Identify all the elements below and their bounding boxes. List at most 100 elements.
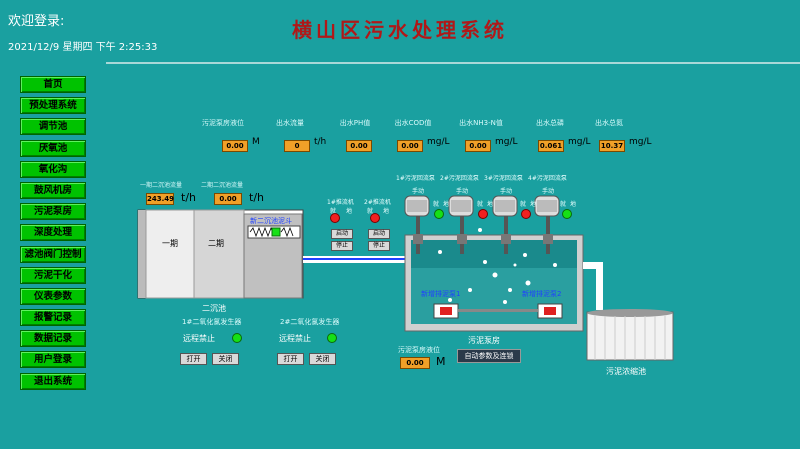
meter-label-6: 出水总氮: [595, 119, 623, 127]
mixer2-left: 就: [367, 208, 374, 215]
pump2-status-led: [478, 209, 488, 219]
pump4-mode: 手动: [542, 188, 555, 195]
meter-unit-6: mg/L: [629, 137, 652, 147]
cl1-status-led: [232, 333, 242, 343]
cl2-status-led: [327, 333, 337, 343]
mixer2-start-button[interactable]: 启动: [368, 229, 390, 239]
flow1-unit: t/h: [181, 191, 196, 204]
pump4-status-led: [562, 209, 572, 219]
pump-room-level-unit: M: [436, 355, 446, 368]
mixer1-label: 1#推流机: [327, 199, 354, 206]
sub-pump1-label: 新增排泥泵1: [421, 290, 461, 298]
meter-unit-5: mg/L: [568, 137, 591, 147]
cl1-open-button[interactable]: 打开: [180, 353, 207, 365]
clarifier-tank: [137, 209, 304, 299]
nav-item-5[interactable]: 鼓风机房: [20, 181, 86, 199]
nav-item-7[interactable]: 深度处理: [20, 224, 86, 242]
nav-item-6[interactable]: 污泥泵房: [20, 203, 86, 221]
pump4-left: 就: [560, 201, 567, 208]
meter-label-2: 出水PH值: [339, 119, 371, 127]
mixer2-stop-button[interactable]: 停止: [368, 241, 390, 251]
clarifier-name: 二沉池: [202, 304, 226, 313]
datetime: 2021/12/9 星期四 下午 2:25:33: [8, 42, 158, 53]
mixer1-status-led: [330, 213, 340, 223]
tank3-label: 新二沉池泥斗: [250, 217, 292, 225]
pump-room-level-value: 0.00: [400, 357, 430, 369]
mixer2-status-led: [370, 213, 380, 223]
nav-item-4[interactable]: 氧化沟: [20, 160, 86, 178]
pump4-right: 地: [570, 201, 577, 208]
flow1-label: 一期二沉池流量: [140, 182, 183, 189]
meter-value-2: 0.00: [346, 140, 372, 152]
thickener-tank: [586, 309, 674, 361]
nav-item-10[interactable]: 仪表参数: [20, 287, 86, 305]
pump3-left: 就: [520, 201, 527, 208]
mixer1-right: 地: [346, 208, 353, 215]
cl1-title: 1#二氧化氯发生器: [182, 318, 242, 326]
pump-units: [404, 195, 560, 254]
nav-item-9[interactable]: 污泥干化: [20, 266, 86, 284]
meter-value-6: 10.37: [599, 140, 625, 152]
auto-params-button[interactable]: 自动参数及连锁: [457, 349, 521, 363]
meter-value-4: 0.00: [465, 140, 491, 152]
nav-item-2[interactable]: 调节池: [20, 118, 86, 136]
tank2-label: 二期: [208, 239, 224, 248]
pump1-status-led: [434, 209, 444, 219]
nav-item-1[interactable]: 预处理系统: [20, 97, 86, 115]
pump-room-level-label: 污泥泵房液位: [398, 346, 440, 354]
meter-value-3: 0.00: [397, 140, 423, 152]
pump2-right: 地: [487, 201, 494, 208]
sidebar-nav: 首页预处理系统调节池厌氧池氧化沟鼓风机房污泥泵房深度处理滤池阀门控制污泥干化仪表…: [20, 76, 86, 394]
flow1-value: 243.49: [146, 193, 175, 205]
flow2-label: 二期二沉池流量: [201, 182, 244, 189]
cl1-close-button[interactable]: 关闭: [212, 353, 239, 365]
pump1-right: 地: [443, 201, 450, 208]
cl2-status: 远程禁止: [279, 334, 311, 343]
nav-item-8[interactable]: 滤池阀门控制: [20, 245, 86, 263]
pump1-left: 就: [433, 201, 440, 208]
meter-label-1: 出水流量: [276, 119, 304, 127]
sub-pump2-label: 新增排泥泵2: [522, 290, 562, 298]
pump2-label: 2#污泥回流泵: [440, 175, 479, 182]
meter-value-0: 0.00: [222, 140, 248, 152]
mixer1-left: 就: [330, 208, 337, 215]
pump4-label: 4#污泥回流泵: [528, 175, 567, 182]
tank1-label: 一期: [162, 239, 178, 248]
flow2-unit: t/h: [249, 191, 264, 204]
meter-label-0: 污泥泵房液位: [202, 119, 244, 127]
pipe: [303, 256, 411, 263]
nav-item-11[interactable]: 报警记录: [20, 309, 86, 327]
mixer2-right: 地: [383, 208, 390, 215]
nav-item-13[interactable]: 用户登录: [20, 351, 86, 369]
welcome-text: 欢迎登录:: [8, 14, 65, 29]
pump3-mode: 手动: [500, 188, 513, 195]
meter-value-5: 0.061: [538, 140, 564, 152]
meter-unit-1: t/h: [314, 137, 327, 147]
pump3-label: 3#污泥回流泵: [484, 175, 523, 182]
thickener-name: 污泥浓缩池: [606, 367, 646, 376]
pump3-right: 地: [530, 201, 537, 208]
page-title: 横山区污水处理系统: [292, 18, 508, 42]
meter-unit-0: M: [252, 137, 260, 147]
nav-item-3[interactable]: 厌氧池: [20, 139, 86, 157]
pump3-status-led: [521, 209, 531, 219]
meter-label-5: 出水总磷: [536, 119, 564, 127]
header-divider: [106, 62, 800, 64]
nav-item-0[interactable]: 首页: [20, 76, 86, 93]
cl2-title: 2#二氧化氯发生器: [280, 318, 340, 326]
meter-unit-4: mg/L: [495, 137, 518, 147]
pump-room-name: 污泥泵房: [468, 336, 500, 345]
pump2-left: 就: [477, 201, 484, 208]
mixer1-start-button[interactable]: 启动: [331, 229, 353, 239]
pump1-label: 1#污泥回流泵: [396, 175, 435, 182]
nav-item-14[interactable]: 退出系统: [20, 372, 86, 390]
meter-value-1: 0: [284, 140, 310, 152]
mixer1-stop-button[interactable]: 停止: [331, 241, 353, 251]
flow2-value: 0.00: [214, 193, 242, 205]
nav-item-12[interactable]: 数据记录: [20, 330, 86, 348]
cl2-open-button[interactable]: 打开: [277, 353, 304, 365]
meter-label-4: 出水NH3-N值: [459, 119, 503, 127]
cl2-close-button[interactable]: 关闭: [309, 353, 336, 365]
cl1-status: 远程禁止: [183, 334, 215, 343]
meter-unit-3: mg/L: [427, 137, 450, 147]
